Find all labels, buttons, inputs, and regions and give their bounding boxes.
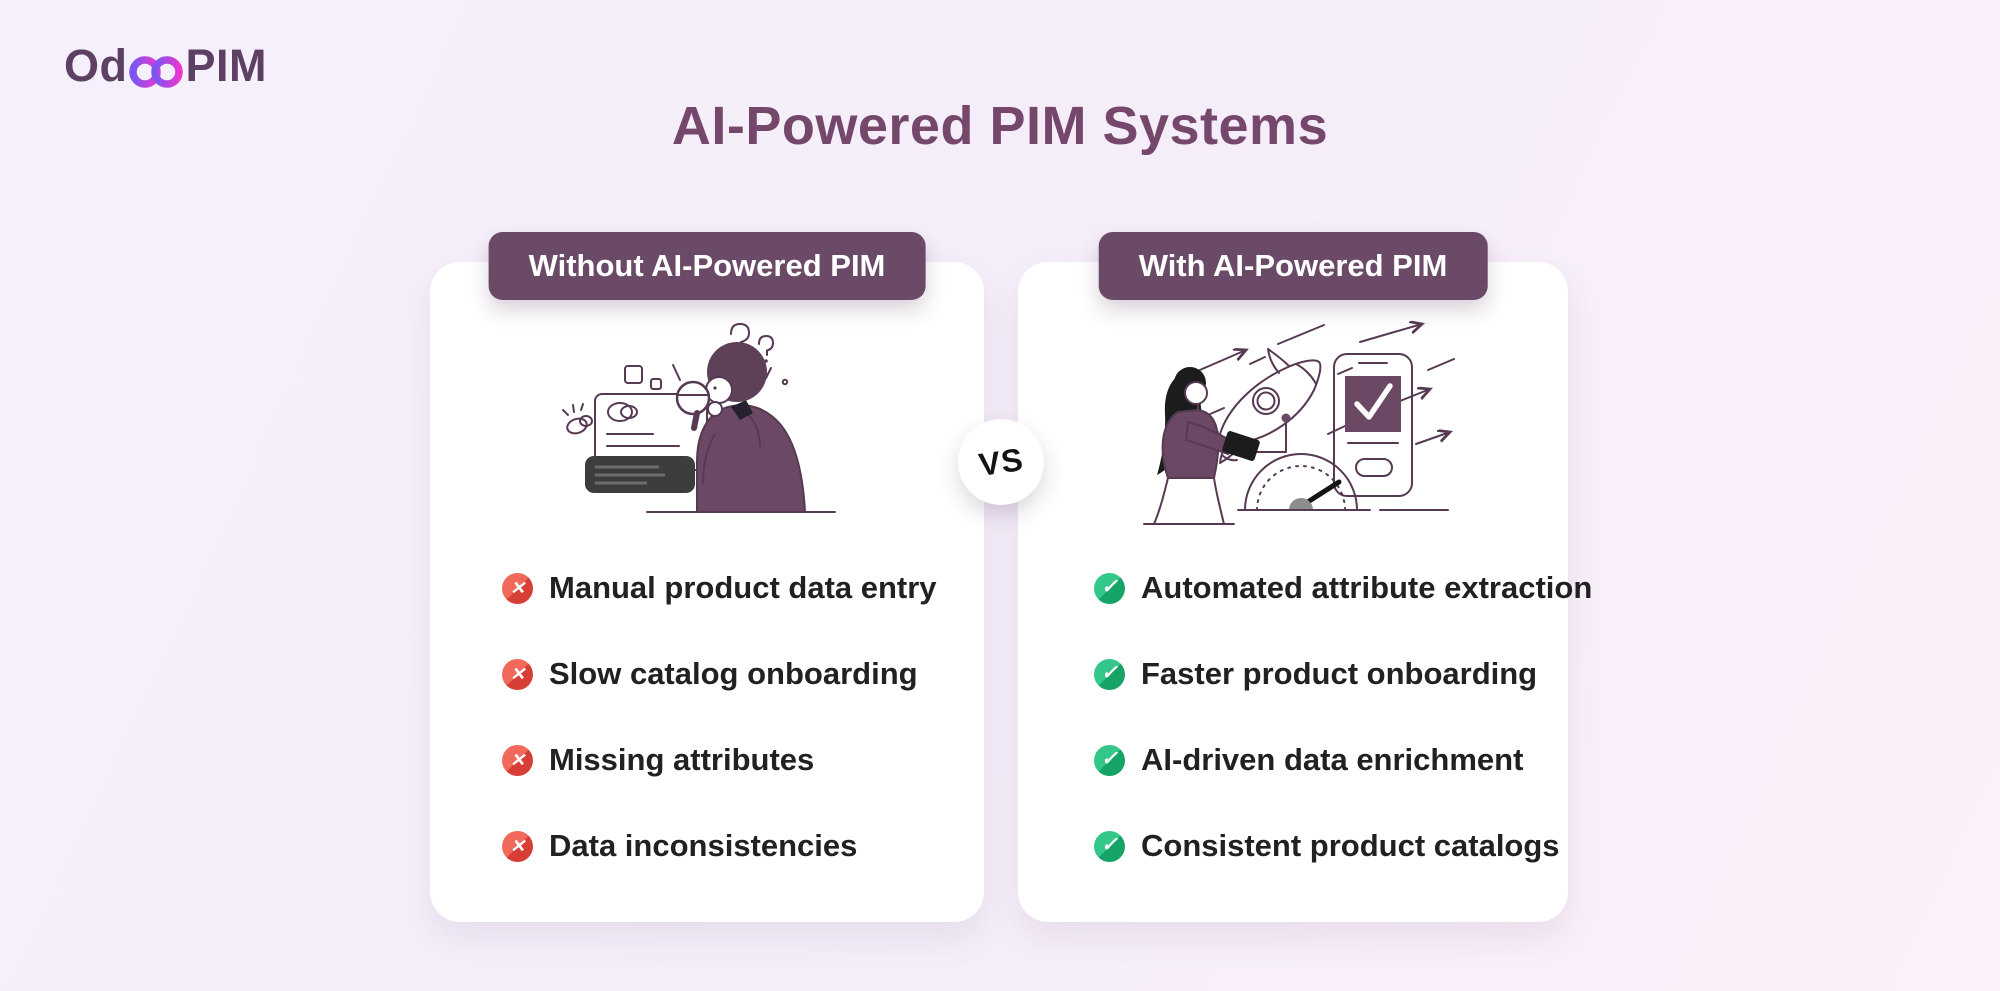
logo-text-od: Od [64, 40, 128, 91]
without-pim-list: ✕ Manual product data entry ✕ Slow catal… [502, 570, 937, 914]
list-item: ✕ Slow catalog onboarding [502, 656, 937, 692]
list-item: ✓ Faster product onboarding [1094, 656, 1592, 692]
list-item-label: Faster product onboarding [1141, 656, 1538, 691]
with-pim-header: With AI-Powered PIM [1098, 232, 1488, 300]
without-pim-header: Without AI-Powered PIM [488, 232, 926, 300]
with-pim-list: ✓ Automated attribute extraction ✓ Faste… [1094, 570, 1592, 914]
infinity-icon [128, 56, 183, 88]
logo-text-pim: PIM [185, 40, 268, 91]
list-item-label: AI-driven data enrichment [1141, 742, 1524, 777]
cross-icon: ✕ [502, 830, 533, 862]
list-item: ✕ Manual product data entry [502, 570, 937, 606]
without-pim-illustration [547, 312, 867, 529]
list-item: ✓ AI-driven data enrichment [1094, 742, 1592, 778]
list-item: ✕ Missing attributes [502, 742, 937, 778]
without-pim-card: Without AI-Powered PIM [430, 232, 984, 922]
cross-icon: ✕ [502, 658, 533, 690]
check-icon: ✓ [1094, 572, 1125, 604]
with-pim-illustration [1128, 312, 1458, 537]
check-icon: ✓ [1094, 658, 1125, 690]
list-item-label: Manual product data entry [549, 570, 937, 605]
list-item: ✕ Data inconsistencies [502, 828, 937, 864]
cross-icon: ✕ [502, 744, 533, 776]
cross-icon: ✕ [502, 572, 533, 604]
list-item-label: Missing attributes [549, 742, 815, 777]
list-item-label: Automated attribute extraction [1141, 570, 1593, 605]
vs-badge: VS [958, 419, 1044, 505]
check-icon: ✓ [1094, 830, 1125, 862]
list-item-label: Slow catalog onboarding [549, 656, 918, 691]
list-item: ✓ Automated attribute extraction [1094, 570, 1592, 606]
list-item-label: Data inconsistencies [549, 828, 858, 863]
list-item: ✓ Consistent product catalogs [1094, 828, 1592, 864]
logo: Od PIM [64, 40, 267, 92]
check-icon: ✓ [1094, 744, 1125, 776]
list-item-label: Consistent product catalogs [1141, 828, 1560, 863]
with-pim-card: With AI-Powered PIM [1018, 232, 1592, 922]
page-title: AI-Powered PIM Systems [671, 96, 1329, 156]
